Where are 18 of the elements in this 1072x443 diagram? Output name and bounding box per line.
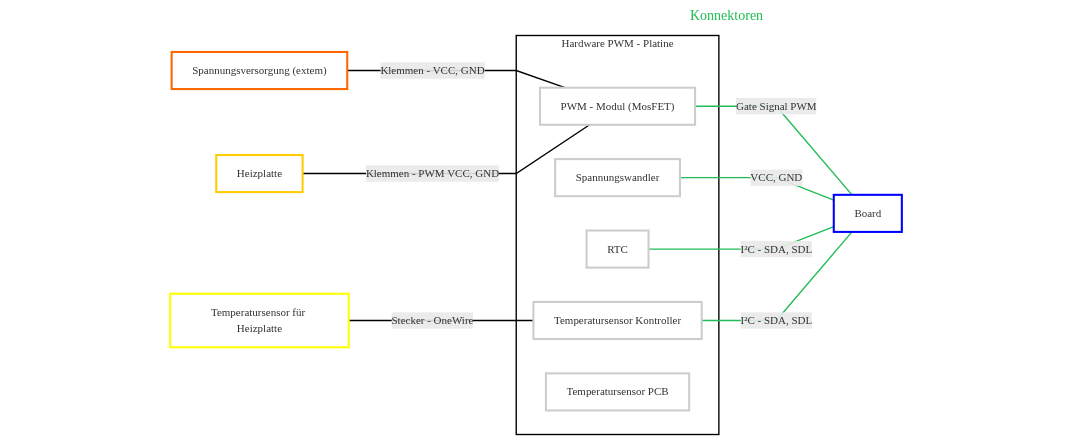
node-box: Board: [832, 193, 903, 233]
node-box: RTC: [585, 229, 650, 269]
edge-label: Gate Signal PWM: [736, 100, 817, 112]
connector: [701, 231, 853, 322]
edge-label: I²C - SDA, SDL: [740, 314, 813, 326]
node-box: Temperatursensor für Heizplatte: [169, 292, 350, 349]
edge-label: Klemmen - VCC, GND: [380, 64, 485, 77]
node-box: Spannungsversorgung (extem): [170, 50, 349, 91]
node-box: Heizplatte: [215, 153, 304, 194]
edge-label: Stecker - OneWire: [391, 314, 474, 326]
node-box: Spannungswandler: [554, 158, 681, 198]
connector-note: Konnektoren: [690, 8, 764, 24]
node-box: Temperatursensor PCB: [544, 372, 691, 412]
edge-label: VCC, GND: [750, 171, 803, 184]
edge-label: Klemmen - PWM VCC, GND: [365, 167, 500, 180]
node-box: Temperatursensor Kontroller: [532, 300, 703, 341]
edge-label: I²C - SDA, SDL: [740, 242, 813, 255]
node-box: PWM - Modul (MosFET): [539, 86, 697, 126]
